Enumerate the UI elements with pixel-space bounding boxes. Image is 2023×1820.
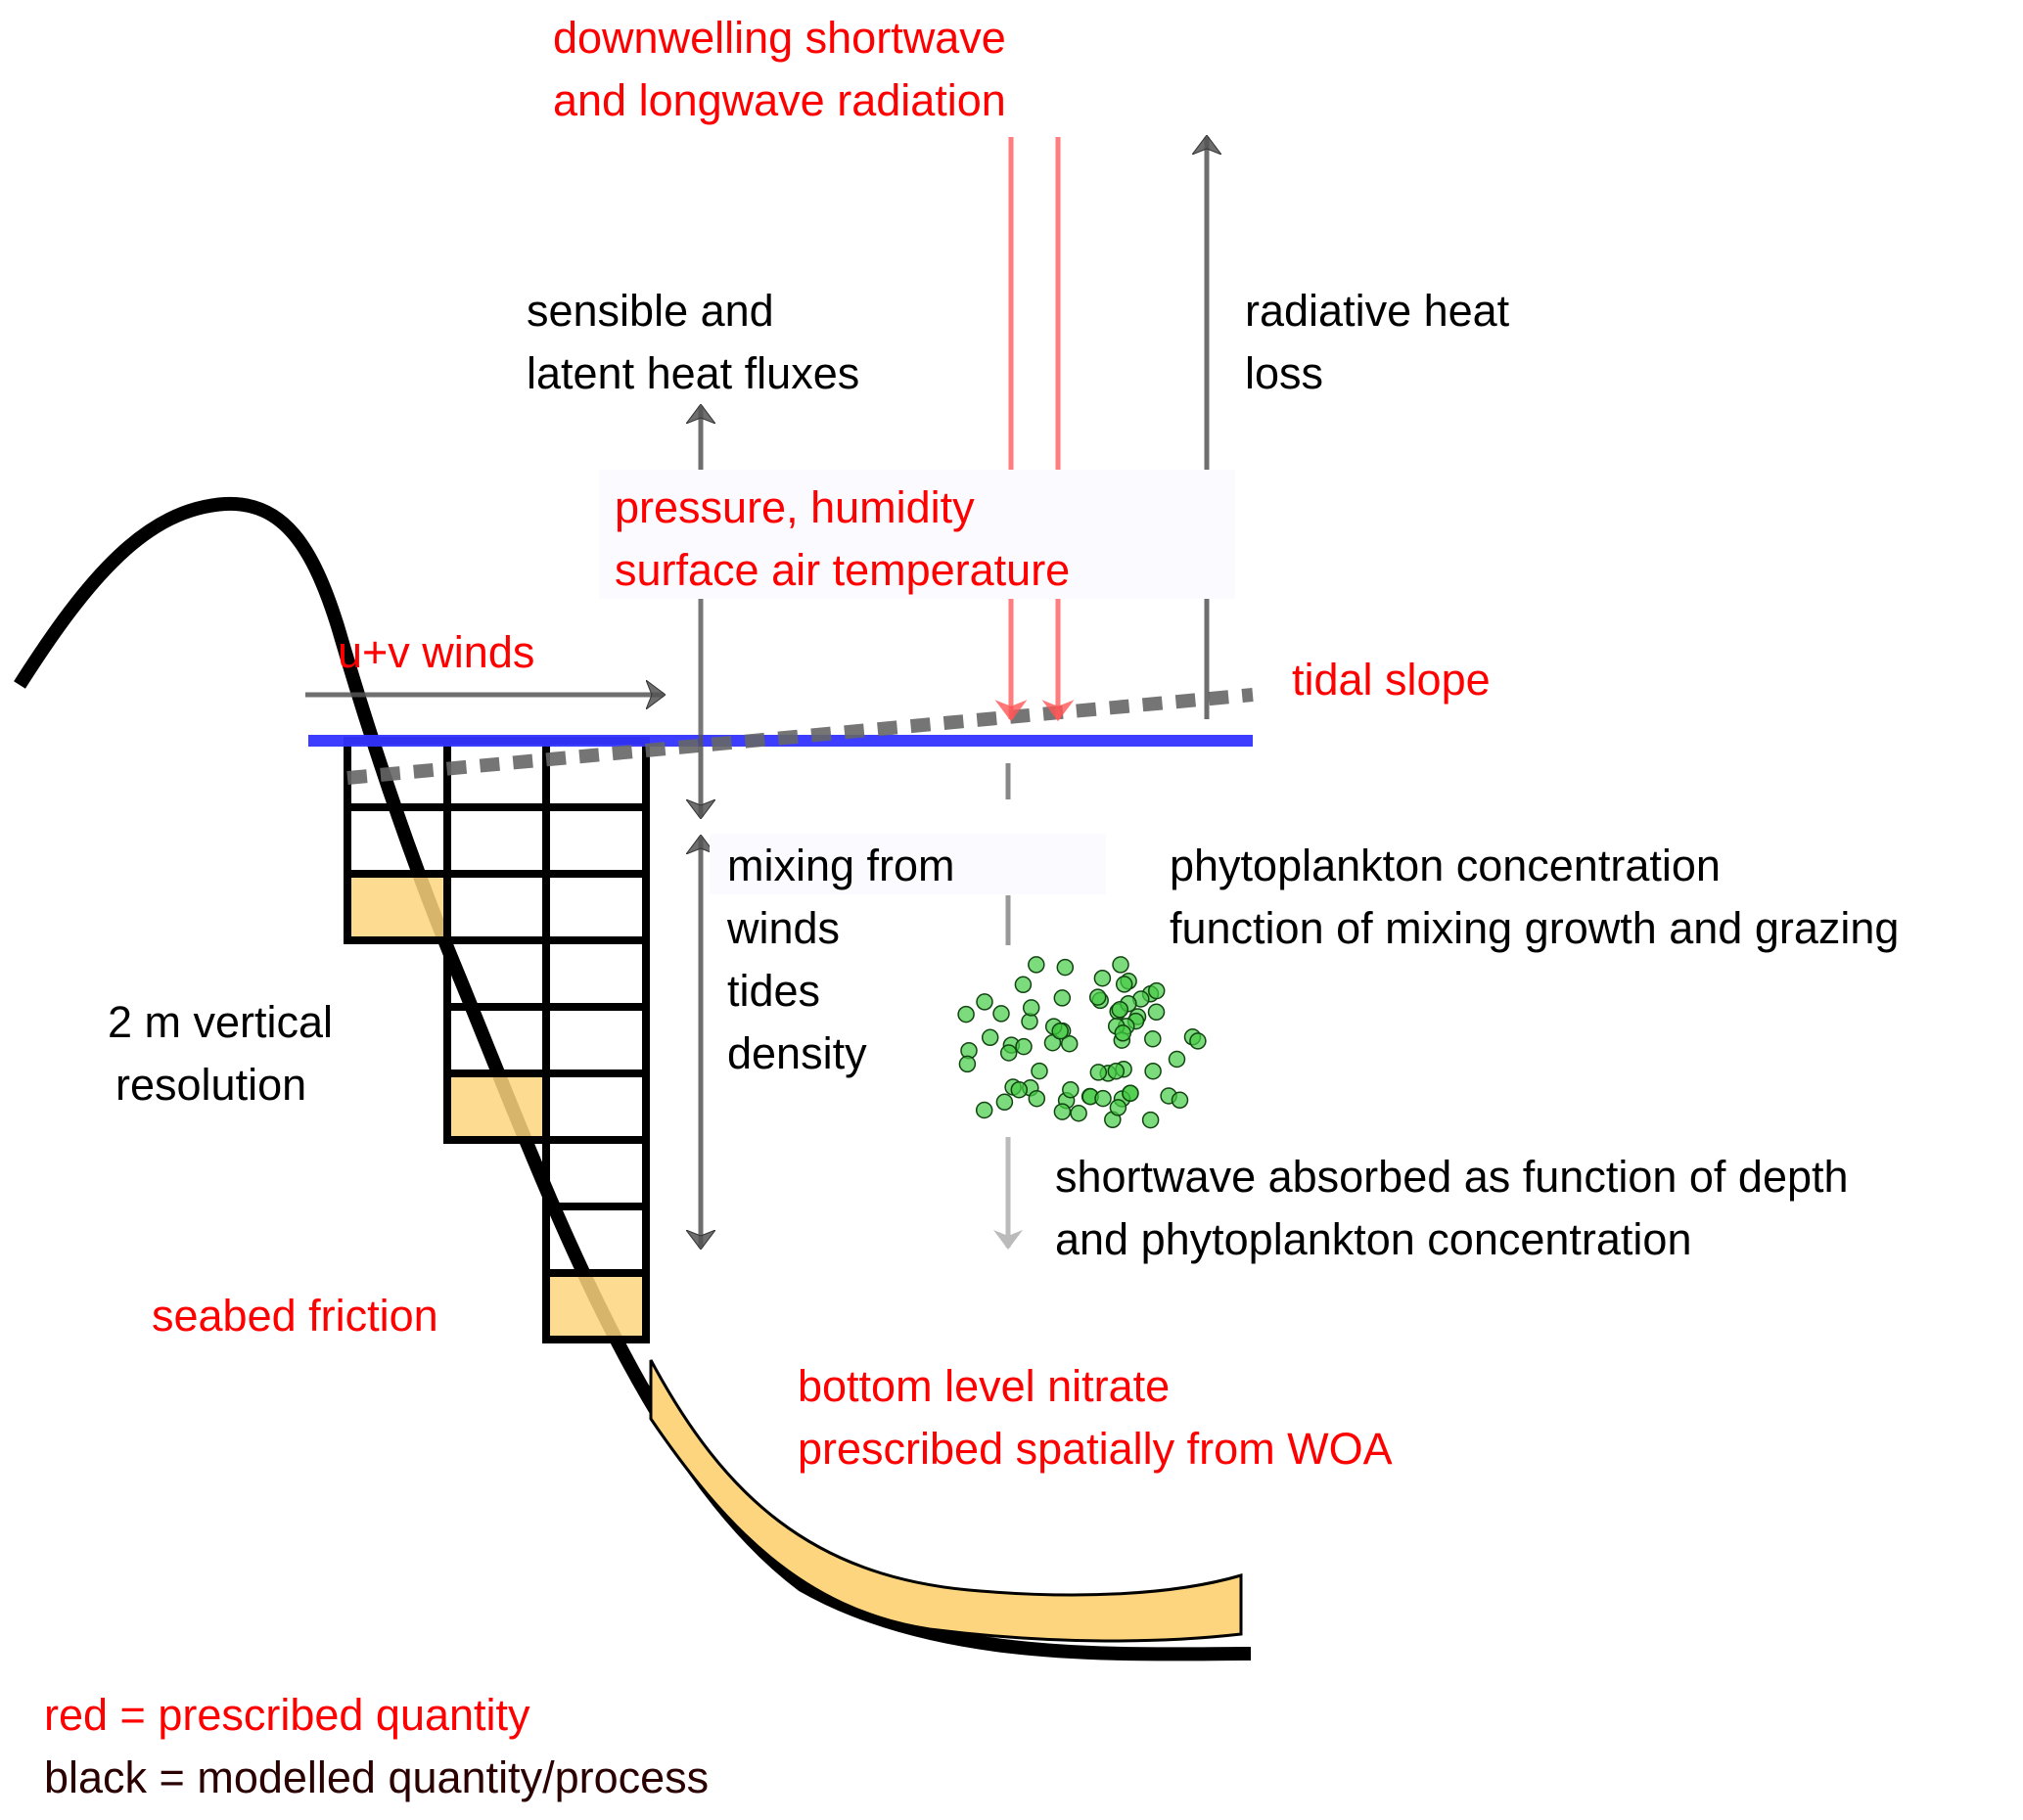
grid-cell — [542, 803, 650, 878]
phytoplankton-cell — [1051, 1023, 1069, 1040]
mixing-label-line-2: winds — [726, 903, 840, 953]
phytoplankton-cell — [1022, 999, 1040, 1017]
phytoplankton-cell — [1111, 1000, 1129, 1019]
phytoplankton-cell — [1015, 1037, 1033, 1056]
phytoplankton-cell — [1168, 1050, 1186, 1069]
phytoplankton-cell — [1093, 969, 1112, 987]
phytoplankton-cell — [1144, 1062, 1162, 1080]
phytoplankton-cell — [1088, 988, 1107, 1006]
tidal-slope-label: tidal slope — [1292, 655, 1491, 705]
pressure-label-background — [599, 470, 1235, 599]
downwelling-label-line-2: and longwave radiation — [553, 75, 1006, 125]
grid-cell — [542, 1003, 650, 1077]
grid-cell — [443, 870, 550, 944]
resolution-label-line-2: resolution — [115, 1060, 306, 1110]
radiative-label-line-2: loss — [1245, 348, 1323, 398]
phytoplankton-cell — [1141, 1111, 1160, 1129]
resolution-label-line-1: 2 m vertical — [108, 997, 333, 1047]
phytoplankton-cell — [1070, 1104, 1087, 1122]
pressure-label-line-1: pressure, humidity — [615, 482, 975, 532]
grid-cell — [542, 1136, 650, 1210]
phytoplankton-cell — [1094, 1089, 1112, 1108]
nitrate-label-line-2: prescribed spatially from WOA — [798, 1424, 1393, 1474]
phytoplankton-cell — [1062, 1080, 1080, 1099]
phytoplankton-cell — [1060, 1034, 1079, 1053]
legend-modelled: black = modelled quantity/process — [44, 1752, 709, 1802]
phytoplankton-cell — [1171, 1091, 1189, 1110]
phytoplankton-cell — [1010, 1080, 1029, 1099]
phytoplankton-cell — [1122, 1084, 1139, 1102]
phytoplankton-cell — [1107, 1062, 1126, 1080]
mixing-label-line-3: tides — [727, 966, 820, 1016]
seabed-friction-label: seabed friction — [152, 1291, 438, 1341]
shortwave-absorbed-label-line-1: shortwave absorbed as function of depth — [1055, 1152, 1849, 1202]
phytoplankton-cell — [1115, 976, 1133, 993]
bottom-cell — [443, 1069, 550, 1144]
phytoplankton-cell — [975, 1101, 993, 1119]
phytoplankton-cell — [995, 1093, 1014, 1112]
phytoplankton-cell — [1189, 1032, 1207, 1050]
grid-cell — [443, 803, 550, 878]
downwelling-label-line-1: downwelling shortwave — [553, 13, 1006, 63]
sensible-label-line-2: latent heat fluxes — [527, 348, 859, 398]
phytoplankton-cell — [1031, 1062, 1048, 1080]
phytoplankton-cell — [1028, 1089, 1046, 1108]
grid-cell — [542, 1069, 650, 1144]
mixing-label-line-4: density — [727, 1028, 867, 1078]
mixing-label-line-1: mixing from — [727, 841, 955, 890]
phytoplankton-cell — [958, 1055, 977, 1073]
phytoplankton-cell — [1114, 1024, 1132, 1042]
phytoplankton-cell — [992, 1005, 1010, 1023]
bottom-nitrate-band — [649, 1359, 1243, 1643]
pressure-label-line-2: surface air temperature — [615, 545, 1070, 595]
sensible-label-line-1: sensible and — [527, 286, 774, 336]
model-grid — [344, 737, 650, 1343]
phytoplankton-cell — [1056, 958, 1075, 977]
phytoplankton-cell — [1089, 1064, 1108, 1081]
phytoplankton-cell — [1109, 1099, 1127, 1116]
legend-prescribed: red = prescribed quantity — [44, 1690, 530, 1740]
shortwave-absorbed-label-line-2: and phytoplankton concentration — [1055, 1214, 1691, 1264]
nitrate-label-line-1: bottom level nitrate — [798, 1361, 1170, 1411]
tidal-slope-line — [346, 688, 1254, 785]
mixing-label-background — [710, 834, 1106, 894]
radiative-label-line-1: radiative heat — [1245, 286, 1510, 336]
phytoplankton-cell — [1147, 981, 1166, 1000]
phytoplankton-cluster — [957, 956, 1207, 1129]
bottom-cell — [344, 870, 451, 944]
bottom-cell — [542, 1269, 650, 1343]
phytoplankton-cell — [1053, 989, 1072, 1007]
phytoplankton-cell — [981, 1028, 999, 1047]
phytoplankton-cell — [1112, 956, 1129, 974]
phytoplankton-cell — [1053, 1103, 1072, 1120]
phytoplankton-cell — [999, 1044, 1018, 1062]
phytoplankton-cell — [976, 993, 993, 1011]
phytoplankton-cell — [1144, 1029, 1162, 1048]
phytoplankton-cell — [1028, 956, 1045, 974]
phytoplankton-cell — [957, 1005, 975, 1024]
phytoplankton-label-line-1: phytoplankton concentration — [1170, 841, 1721, 890]
phytoplankton-label-line-2: function of mixing growth and grazing — [1170, 903, 1899, 953]
grid-cell — [542, 870, 650, 944]
phytoplankton-cell — [1014, 976, 1033, 994]
winds-label: u+v winds — [338, 627, 534, 677]
phytoplankton-cell — [1147, 1003, 1166, 1022]
grid-cell — [542, 936, 650, 1011]
